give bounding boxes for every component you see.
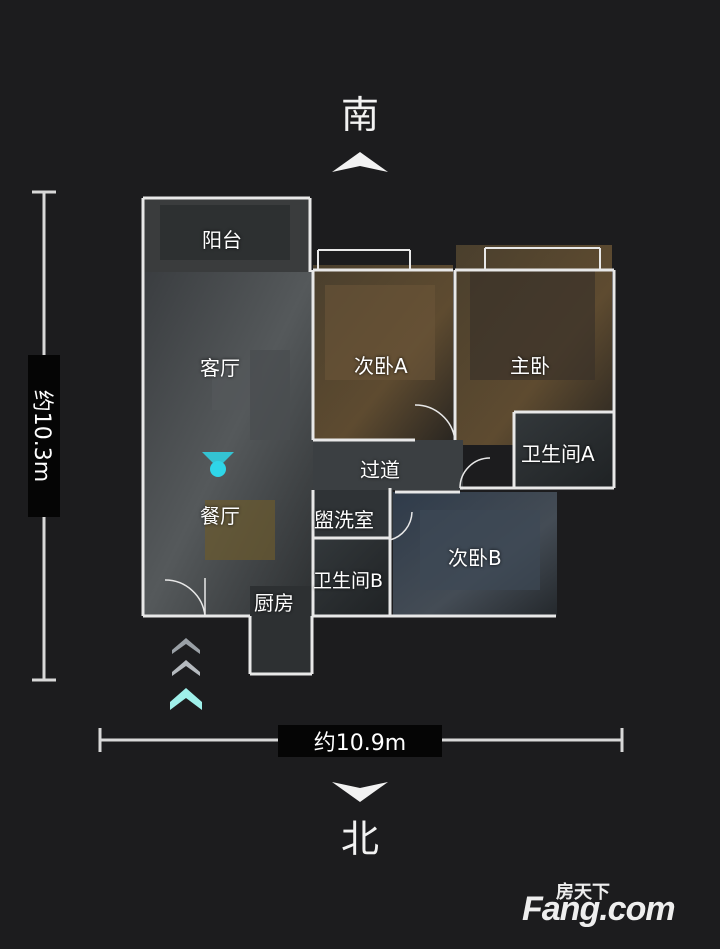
south-arrow-icon — [332, 152, 388, 172]
room-label-kitchen: 厨房 — [254, 591, 294, 615]
room-label-washroom: 盥洗室 — [314, 508, 374, 532]
entrance-chevron-icon — [170, 638, 202, 710]
room-label-bedroom-b: 次卧B — [448, 546, 502, 570]
kitchen-area — [250, 586, 312, 674]
width-dimension-label: 约10.9m — [278, 725, 442, 757]
watermark-cn: 房天下 — [556, 882, 610, 903]
bathroom-b-area — [313, 538, 391, 616]
watermark-brand: Fang.com — [522, 890, 676, 928]
room-label-bedroom-a: 次卧A — [354, 354, 408, 378]
north-arrow-icon — [332, 782, 388, 802]
room-label-dining-room: 餐厅 — [200, 504, 240, 528]
room-label-hallway: 过道 — [360, 458, 400, 482]
viewpoint-marker-icon[interactable] — [198, 450, 238, 480]
room-label-master-bedroom: 主卧 — [510, 354, 550, 378]
living-dining-area — [143, 272, 313, 616]
room-label-living-room: 客厅 — [200, 356, 240, 380]
washroom-area — [313, 490, 393, 538]
room-label-bathroom-a: 卫生间A — [521, 442, 595, 466]
bathroom-a-area — [514, 412, 614, 488]
hallway-area — [313, 440, 463, 490]
room-label-balcony: 阳台 — [202, 228, 242, 252]
compass-north-label: 北 — [340, 817, 379, 861]
height-dimension-label: 约10.3m — [28, 355, 60, 517]
compass-south-label: 南 — [340, 93, 379, 137]
room-label-bathroom-b: 卫生间B — [313, 570, 384, 592]
